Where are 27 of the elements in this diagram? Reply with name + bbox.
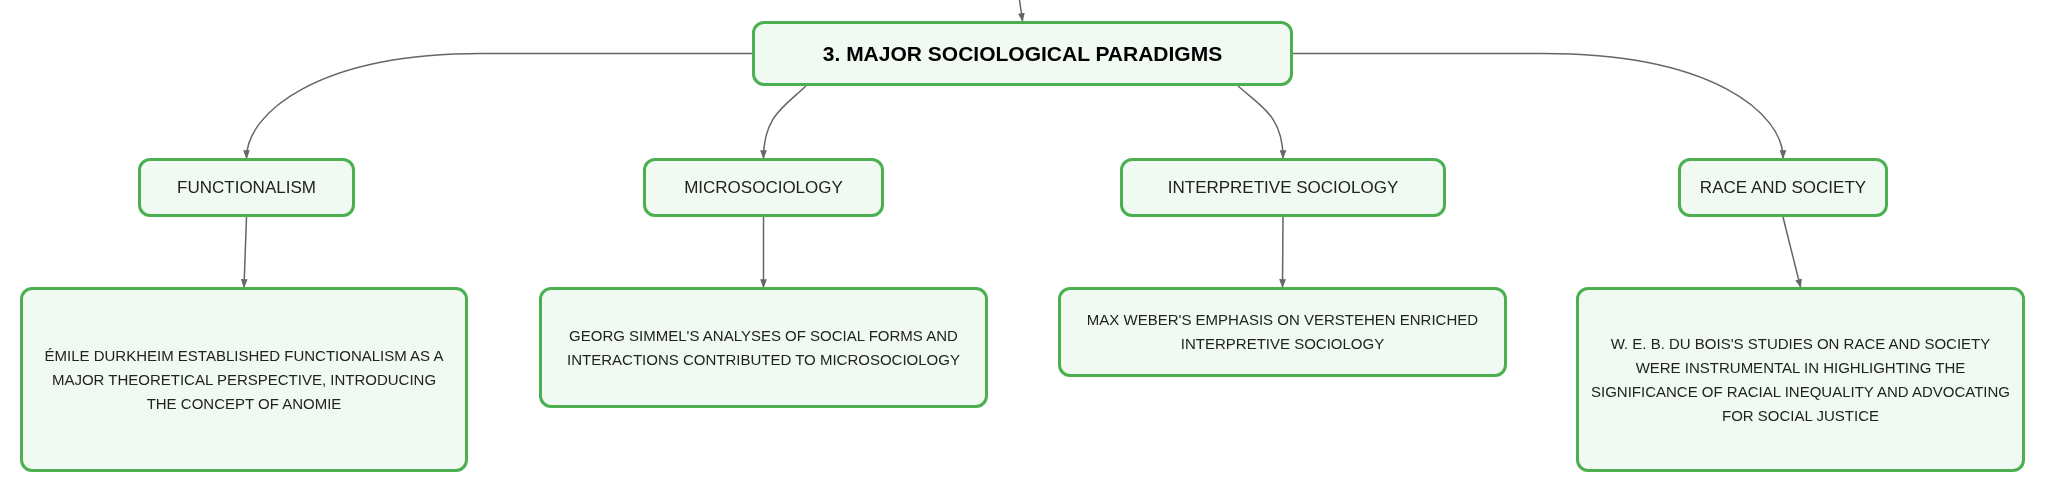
description-text: ÉMILE DURKHEIM ESTABLISHED FUNCTIONALISM AS A MAJOR THEORETICAL PERSPECTIVE, INTRODUCING THE CONCEPT OF ANOMIE xyxy=(43,345,445,414)
topic-title: RACE AND SOCIETY xyxy=(1699,176,1867,199)
description-text: GEORG SIMMEL'S ANALYSES OF SOCIAL FORMS AND INTERACTIONS CONTRIBUTED TO MICROSOCIOLOGY xyxy=(566,325,961,370)
topic-title: INTERPRETIVE SOCIOLOGY xyxy=(1167,176,1399,199)
connector-arrow xyxy=(240,216,248,289)
root-topic-box xyxy=(752,21,1293,86)
detail-box xyxy=(20,287,468,472)
detail-box xyxy=(1576,287,2025,472)
detail-box xyxy=(1058,287,1507,377)
topic-title: 3. MAJOR SOCIOLOGICAL PARADIGMS xyxy=(822,40,1223,67)
topic-title: MICROSOCIOLOGY xyxy=(684,176,843,199)
description-text: MAX WEBER'S EMPHASIS ON VERSTEHEN ENRICHED INTERPRETIVE SOCIOLOGY xyxy=(1085,310,1480,354)
topic-box xyxy=(1120,158,1446,217)
connector-arrow xyxy=(1018,0,1025,23)
topic-box xyxy=(643,158,884,217)
topic-box xyxy=(138,158,355,217)
connector-arrow xyxy=(760,216,767,289)
detail-box xyxy=(539,287,988,408)
connector-arrow xyxy=(760,85,807,160)
connector-arrow xyxy=(1237,85,1286,160)
connector-arrow xyxy=(1782,216,1802,289)
connector-arrow xyxy=(1292,52,1786,160)
topic-box xyxy=(1678,158,1888,217)
description-text: W. E. B. DU BOIS'S STUDIES ON RACE AND SOCIETY WERE INSTRUMENTAL IN HIGHLIGHTING THE SIGNIFICANCE OF RACIAL INEQUALITY AND ADVOCATING FOR SOCIAL JUSTICE xyxy=(1590,333,2011,426)
topic-title: FUNCTIONALISM xyxy=(177,176,316,199)
connector-arrow xyxy=(1279,216,1286,289)
connector-arrow xyxy=(244,52,753,160)
